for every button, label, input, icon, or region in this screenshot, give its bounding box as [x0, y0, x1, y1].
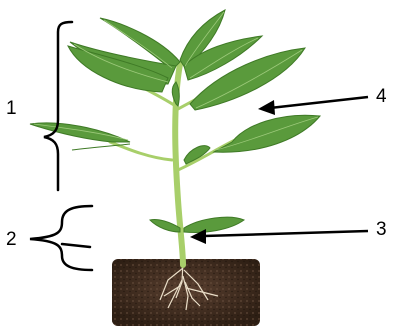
bracket-2 — [30, 206, 92, 270]
label-1: 1 — [6, 99, 17, 118]
label-3: 3 — [376, 220, 387, 239]
bracket-2-mid-tick — [62, 244, 90, 247]
arrow-4 — [258, 97, 368, 115]
arrow-3 — [190, 229, 368, 244]
label-2: 2 — [6, 230, 17, 249]
label-4: 4 — [376, 87, 387, 106]
bracket-1 — [44, 22, 72, 190]
soil — [112, 259, 260, 326]
